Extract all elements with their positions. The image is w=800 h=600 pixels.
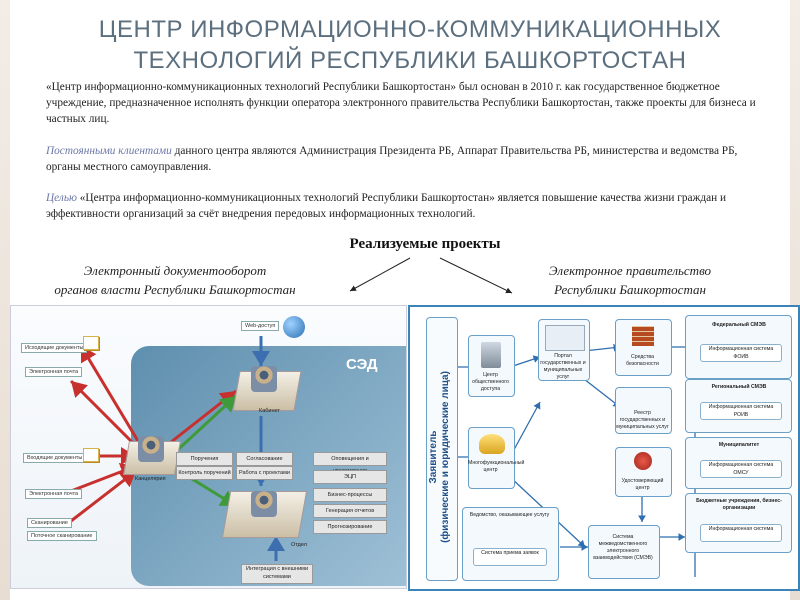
smev-system-box: Система межведомственного электронного в…: [588, 525, 660, 579]
mfc-label: Многофункциональный центр: [468, 460, 525, 473]
goal-text: «Центра информационно-коммуникационных т…: [46, 192, 727, 220]
municipality-label: Муниципалитет: [718, 442, 760, 448]
stream-scan-label: Поточное сканирование: [27, 531, 97, 541]
title-line-1: ЦЕНТР ИНФОРМАЦИОННО-КОММУНИКАЦИОННЫХ: [98, 16, 722, 43]
email-bottom-label: Электронная почта: [25, 489, 83, 499]
roiv-system-box: Информационная система РОИВ: [700, 402, 782, 420]
omsu-system-box: Информационная система ОМСУ: [700, 460, 782, 478]
intro-paragraph-1: «Центр информационно-коммуникационных те…: [46, 81, 756, 125]
project-edo-line-1: Электронный документооборот: [83, 263, 267, 278]
integration-box: Интеграция с внешними системами: [241, 564, 313, 584]
regional-smev-box: Региональный СМЭВ Информационная система…: [685, 379, 792, 433]
clients-text: данного центра являются Администрация Пр…: [46, 145, 738, 173]
envelope-icon: [83, 336, 99, 350]
department-box: Ведомство, оказывающее услугу Система пр…: [462, 507, 559, 581]
reports-box: Генерация отчетов: [313, 504, 387, 518]
orders-box: Поручения: [176, 452, 233, 466]
edo-diagram: СЭД Web-доступ Исходящие документы Элект…: [10, 305, 407, 589]
title-line-2: ТЕХНОЛОГИЙ РЕСПУБЛИКИ БАШКОРТОСТАН: [133, 47, 687, 74]
outgoing-docs-label: Исходящие документы: [21, 343, 88, 353]
firewall-icon: [632, 326, 654, 346]
incoming-docs-label: Входящие документы: [23, 453, 87, 463]
security-label: Средства безопасности: [626, 354, 659, 367]
seal-icon: [634, 452, 652, 470]
project-edo-caption: Электронный документооборот органов влас…: [40, 261, 310, 299]
person-icon: [251, 491, 277, 517]
office-label: Канцелярия: [135, 476, 166, 482]
foiv-system-box: Информационная система ФОИВ: [700, 344, 782, 362]
ca-label: Удостоверяющий центр: [621, 478, 664, 491]
intake-system-box: Система приема заявок: [473, 548, 547, 566]
person-icon: [251, 366, 277, 392]
scan-label: Сканирование: [27, 518, 72, 528]
project-egov-line-2: Республики Башкортостан: [554, 282, 706, 297]
sed-label: СЭД: [346, 356, 378, 373]
smev-system-label: Система межведомственного электронного в…: [593, 534, 653, 561]
registry-label: Реестр государственных и муниципальных у…: [616, 410, 669, 430]
slide-title: ЦЕНТР ИНФОРМАЦИОННО-КОММУНИКАЦИОННЫХ ТЕХ…: [40, 14, 780, 76]
business-box: Бизнес-процессы: [313, 488, 387, 502]
project-egov-caption: Электронное правительство Республики Баш…: [500, 261, 760, 299]
goal-highlight: Целью: [46, 192, 77, 204]
security-box: Средства безопасности: [615, 319, 672, 376]
kiosk-icon: [481, 342, 501, 368]
web-access-label: Web-доступ: [241, 321, 280, 331]
intro-paragraph-3: Целью «Центра информационно-коммуникацио…: [46, 190, 766, 222]
registry-box: Реестр государственных и муниципальных у…: [615, 387, 672, 434]
arrow-to-egov: [439, 257, 513, 294]
applicant-box: [426, 317, 458, 581]
mfc-box: Многофункциональный центр: [468, 427, 525, 489]
right-border: [790, 0, 800, 600]
department-label: Отдел: [291, 542, 307, 548]
control-box: Контроль поручений: [176, 466, 233, 480]
email-top-label: Электронная почта: [25, 367, 83, 377]
clients-highlight: Постоянными клиентами: [46, 145, 172, 157]
mfc-icon: [479, 434, 505, 454]
egov-diagram: Заявитель (физические и юридические лица…: [408, 305, 800, 591]
federal-smev-box: Федеральный СМЭВ Информационная система …: [685, 315, 792, 379]
project-egov-line-1: Электронное правительство: [548, 263, 712, 278]
federal-smev-label: Федеральный СМЭВ: [712, 322, 766, 328]
project-edo-line-2: органов власти Республики Башкортостан: [54, 282, 296, 297]
regional-smev-label: Региональный СМЭВ: [711, 384, 767, 390]
portal-screen-icon: [545, 325, 585, 351]
budget-org-box: Бюджетные учреждения, бизнес-организации…: [685, 493, 792, 553]
intro-paragraph-2: Постоянными клиентами данного центра явл…: [46, 143, 766, 175]
projects-heading: Реализуемые проекты: [349, 236, 501, 252]
portal-box: Портал государственных и муниципальных у…: [538, 319, 590, 381]
agreement-box: Согласование: [236, 452, 293, 466]
cabinet-label: Кабинет: [259, 408, 280, 414]
public-access-label: Центр общественного доступа: [472, 372, 509, 392]
person-icon: [138, 436, 164, 462]
budget-org-label: Бюджетные учреждения, бизнес-организации: [696, 498, 782, 511]
department-label: Ведомство, оказывающее услугу: [469, 512, 550, 518]
notify-box: Оповещения и уведомления: [313, 452, 387, 474]
info-system-box: Информационная система: [700, 524, 782, 542]
ca-box: Удостоверяющий центр: [615, 447, 672, 497]
arrow-to-edo: [349, 257, 411, 292]
portal-label: Портал государственных и муниципальных у…: [540, 353, 586, 380]
left-border: [0, 0, 10, 600]
public-access-box: Центр общественного доступа: [468, 335, 515, 397]
forecast-box: Прогнозирование: [313, 520, 387, 534]
globe-icon: [283, 316, 305, 338]
municipality-box: Муниципалитет Информационная система ОМС…: [685, 437, 792, 489]
envelope-icon: [83, 448, 99, 462]
projects-work-box: Работа с проектами: [236, 466, 293, 480]
ecp-box: ЭЦП: [313, 470, 387, 484]
